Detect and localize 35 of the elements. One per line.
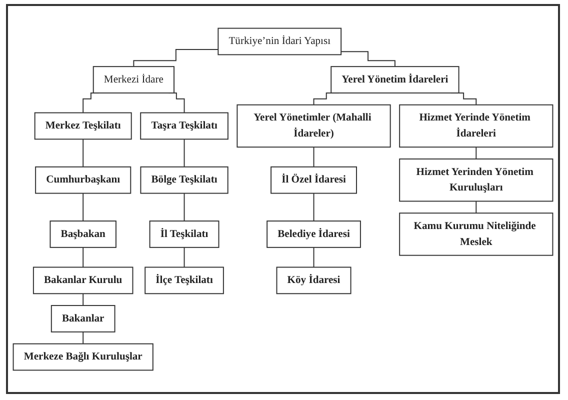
connector [184, 192, 185, 222]
node-box: Merkez Teşkilatı [34, 112, 132, 140]
node-box: Bakanlar Kurulu [32, 266, 134, 294]
connector [313, 246, 314, 268]
node-box: İl Teşkilatı [149, 220, 220, 248]
node-box: Kamu Kurumu Niteliğinde Meslek [399, 212, 554, 256]
connector [82, 292, 84, 306]
node-box: Merkezi İdare [92, 66, 174, 94]
connector [476, 146, 477, 160]
connector [133, 48, 219, 67]
node-box: Başbakan [50, 220, 116, 248]
connector [82, 192, 84, 222]
connector [82, 331, 84, 344]
node-box: İlçe Teşkilatı [144, 266, 224, 294]
node-box: Taşra Teşkilatı [140, 112, 228, 140]
node-box: Köy İdaresi [276, 266, 352, 294]
connector [82, 138, 84, 168]
node-box: Türkiye’nin İdari Yapısı [218, 28, 342, 55]
node-box: Yerel Yönetim İdareleri [330, 66, 460, 94]
node-box: İl Özel İdaresi [270, 166, 357, 194]
node-box: Merkeze Bağlı Kuruluşlar [12, 343, 154, 370]
connector [82, 246, 84, 268]
connector [340, 50, 396, 67]
node-box: Hizmet Yerinde Yönetim İdareleri [399, 104, 554, 148]
connector [313, 146, 314, 168]
connector [313, 192, 314, 222]
node-box: Belediye İdaresi [266, 220, 361, 248]
node-box: Yerel Yönetimler (Mahalli İdareler) [236, 104, 391, 148]
node-box: Bölge Teşkilatı [140, 166, 228, 194]
node-box: Cumhurbaşkanı [35, 166, 132, 194]
node-box: Hizmet Yerinden Yönetim Kuruluşları [399, 158, 554, 202]
connector [184, 246, 185, 268]
node-box: Bakanlar [50, 304, 116, 332]
connector [184, 138, 185, 168]
connector [476, 200, 477, 214]
